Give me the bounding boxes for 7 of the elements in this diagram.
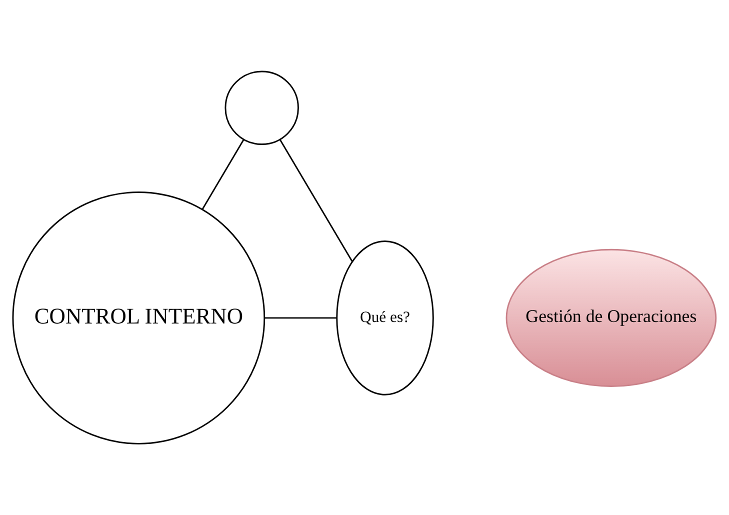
node-circle: CONTROL INTERNO bbox=[12, 192, 266, 444]
connector bbox=[202, 139, 244, 210]
node-ellipse: Qué es? bbox=[336, 240, 434, 396]
node-ellipse: Gestión de Operaciones bbox=[506, 248, 717, 387]
node-circle bbox=[224, 70, 299, 145]
connector bbox=[279, 139, 353, 262]
connector bbox=[264, 317, 336, 319]
